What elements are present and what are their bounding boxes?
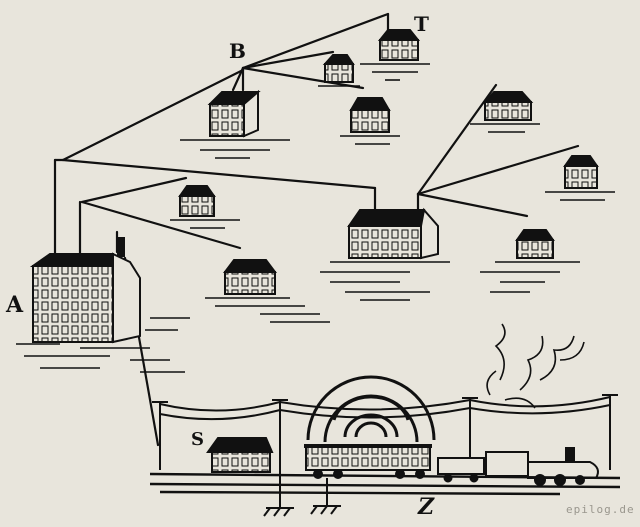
- train-carriage: [304, 444, 432, 479]
- wire-center-to-east-2: [416, 144, 580, 196]
- label-s: S: [191, 429, 204, 450]
- house-b3: [207, 89, 261, 138]
- house-east-2: [563, 155, 599, 189]
- house-b1: [322, 54, 355, 83]
- watermark: epilog.de: [566, 503, 635, 516]
- earth-grounds: [263, 470, 341, 517]
- house-b2: [349, 97, 391, 133]
- label-b: B: [229, 39, 246, 63]
- house-t: [377, 29, 421, 61]
- label-a: A: [5, 292, 24, 318]
- wire-b-to-t: [241, 12, 390, 70]
- train-smoke: [486, 323, 585, 409]
- label-t: T: [414, 12, 429, 36]
- wire-a-to-factory-center: [61, 158, 377, 190]
- factory-center: [347, 207, 439, 260]
- wire-b-to-house-b1: [241, 50, 335, 70]
- ground-hatching: [16, 63, 615, 373]
- wire-center-to-east-3: [416, 192, 529, 218]
- train-locomotive: [485, 447, 599, 486]
- network-wires: [53, 12, 580, 447]
- house-east-1: [482, 91, 534, 121]
- wire-b-to-house-b3: [231, 66, 245, 92]
- house-east-3: [515, 229, 555, 259]
- rail-tracks: [149, 472, 621, 496]
- wire-a2-to-house-mid: [80, 200, 242, 250]
- wire-a-to-b: [61, 68, 245, 162]
- wire-center-to-east-1: [416, 83, 498, 196]
- wire-a2-to-small-house: [80, 176, 188, 204]
- radio-waves: [306, 375, 436, 443]
- label-z: Z: [417, 494, 435, 520]
- building-a: [29, 237, 141, 344]
- train-tender: [437, 457, 485, 483]
- station-s: [206, 437, 274, 473]
- telegraph-line: [152, 394, 618, 470]
- house-mid: [223, 259, 277, 295]
- wire-b-to-house-b2: [241, 66, 365, 90]
- railway-scene: [149, 323, 621, 517]
- house-small-left: [178, 185, 216, 217]
